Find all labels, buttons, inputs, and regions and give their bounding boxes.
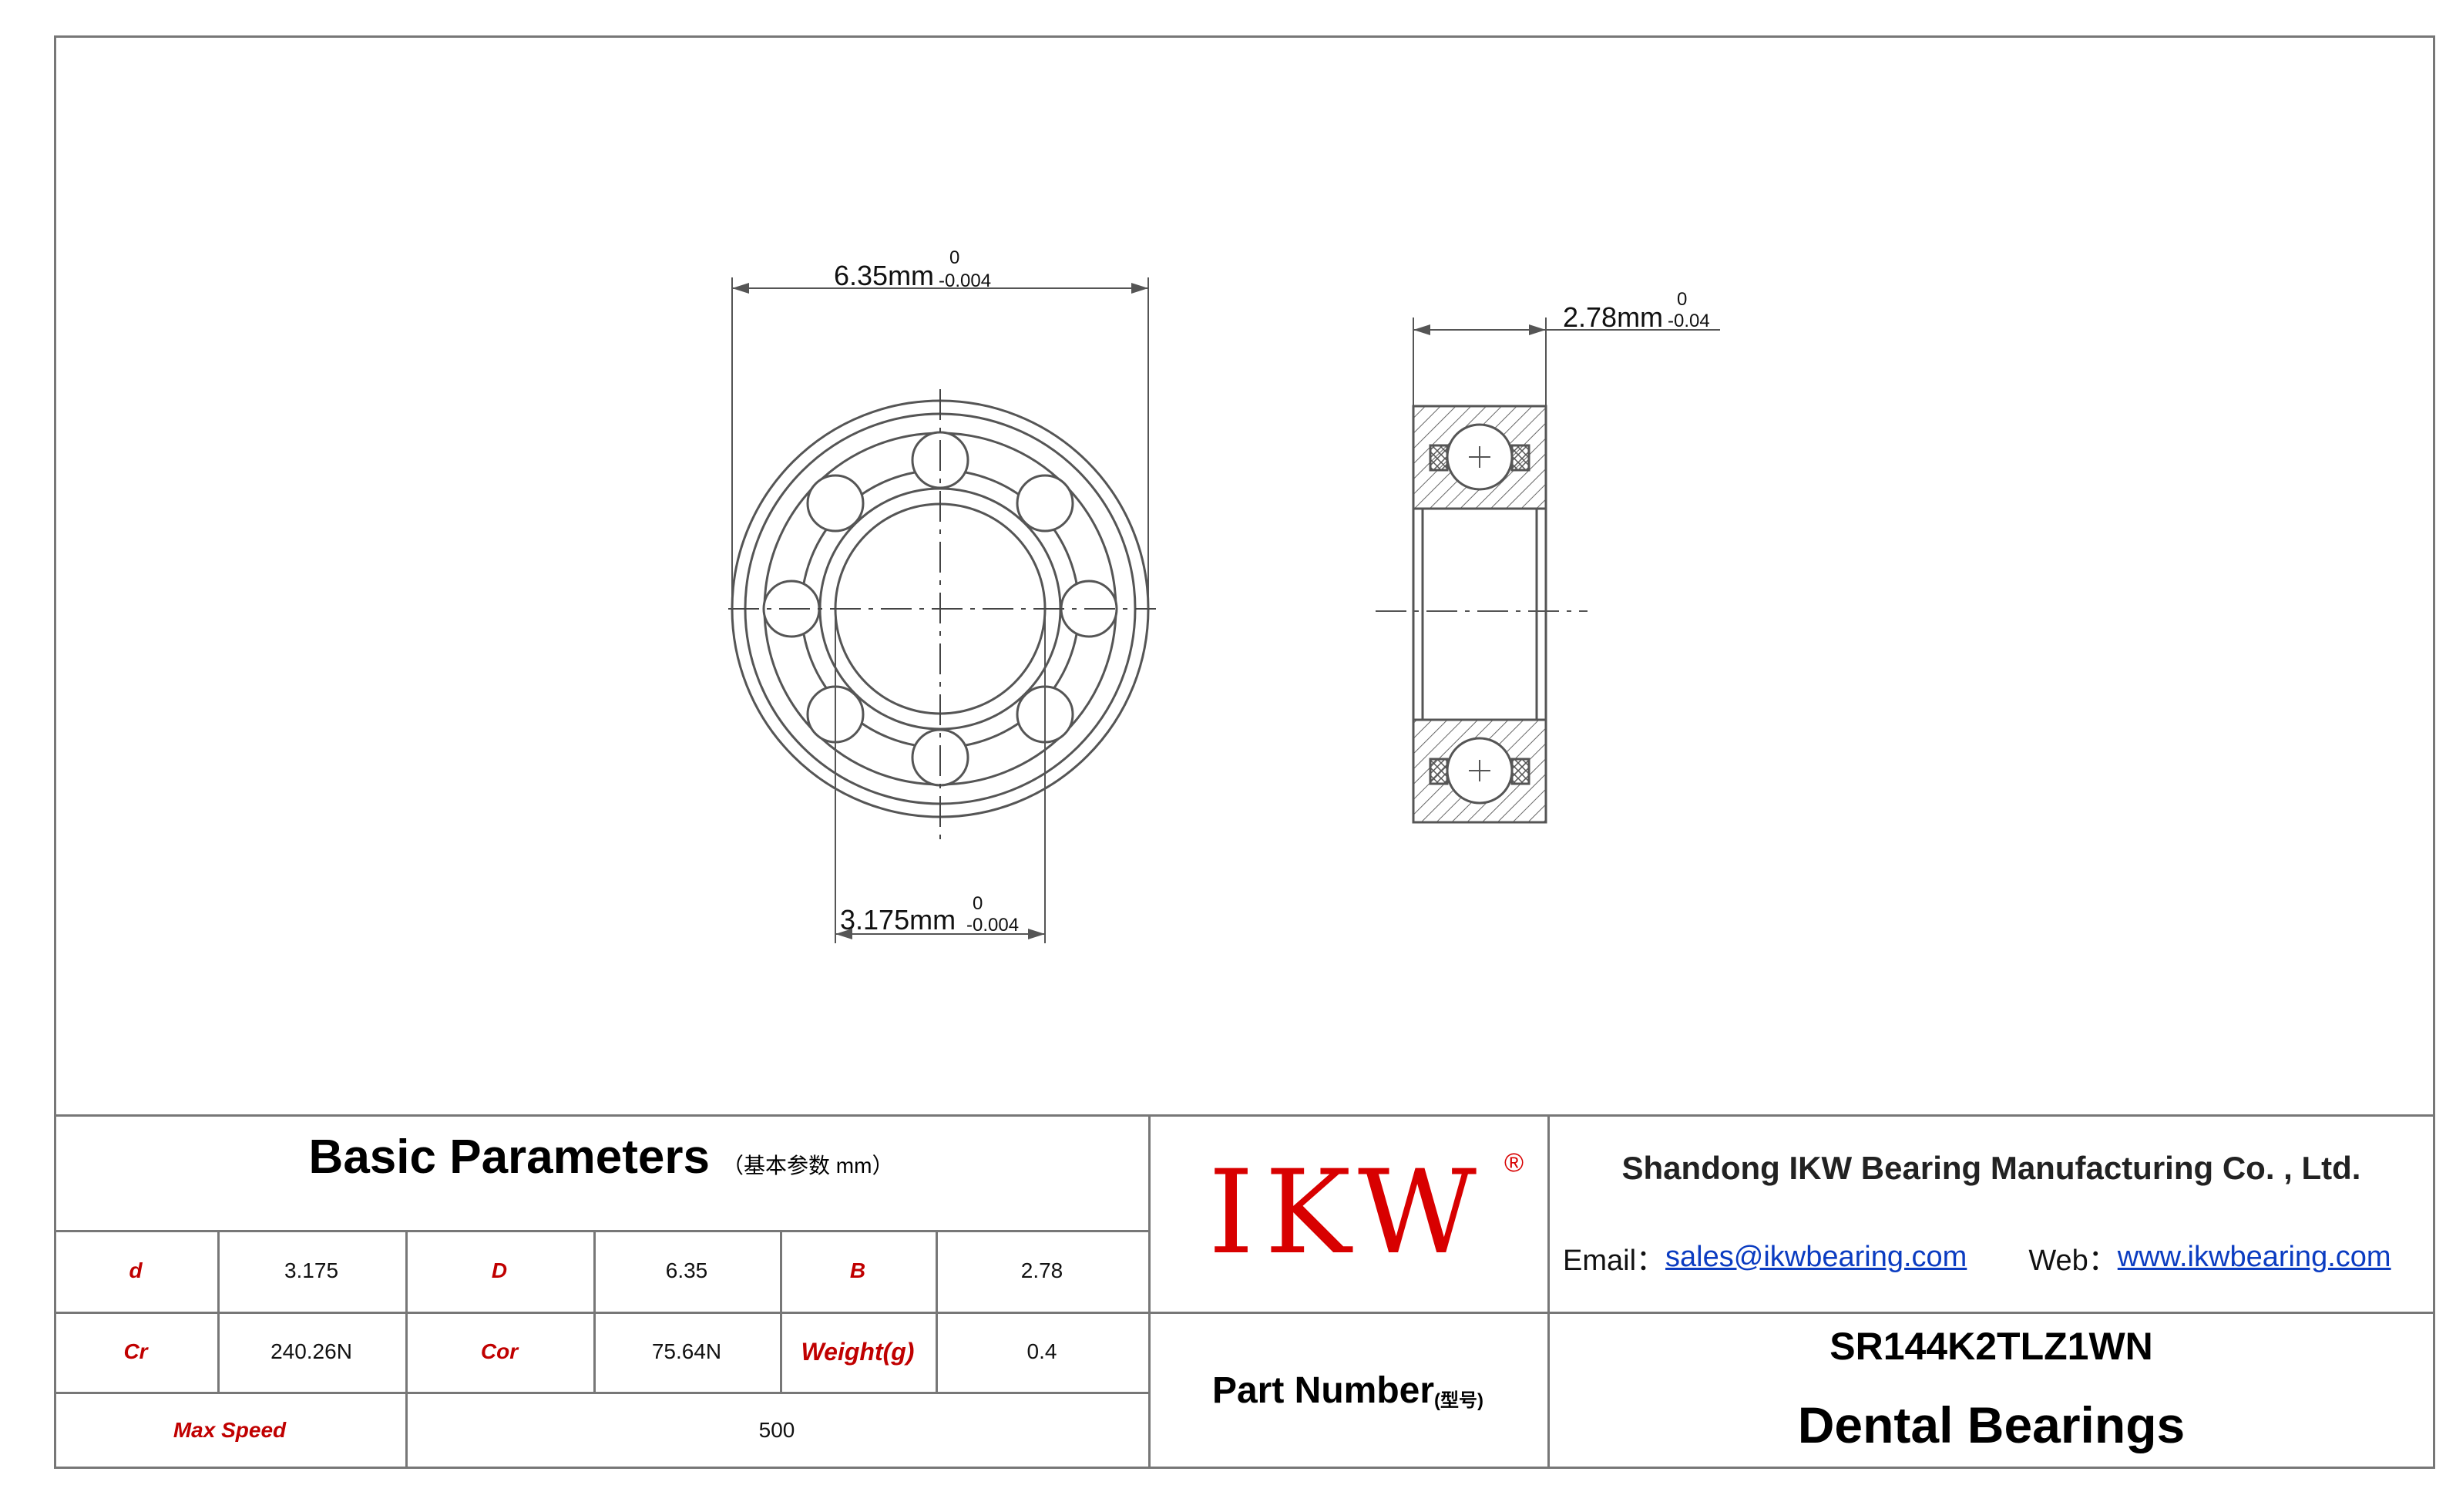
param-value: 6.35 — [665, 1258, 708, 1282]
email-link[interactable]: sales@ikwbearing.com — [1665, 1240, 1967, 1273]
part-number: SR144K2TLZ1WN — [1829, 1325, 2153, 1368]
param-label: Weight(g) — [801, 1337, 915, 1366]
dim-inner: 3.175mm — [840, 904, 956, 936]
product-name: Dental Bearings — [1797, 1396, 2186, 1453]
contact-line: Email： sales@ikwbearing.com Web： www.ikw… — [1547, 1215, 2435, 1299]
front-view — [728, 277, 1156, 943]
title-block: Basic Parameters （基本参数 mm） d 3.175 D 6.3… — [54, 1114, 2435, 1469]
dim-width-upper: 0 — [1677, 289, 1687, 310]
param-label: B — [849, 1258, 866, 1282]
company-name: Shandong IKW Bearing Manufacturing Co. ,… — [1621, 1150, 2361, 1186]
param-value: 0.4 — [1026, 1339, 1057, 1363]
params-title: Basic Parameters — [308, 1130, 711, 1184]
param-value: 240.26N — [270, 1339, 352, 1363]
side-view — [1376, 318, 1720, 824]
dim-width-lower: -0.04 — [1668, 311, 1710, 331]
dim-inner-upper: 0 — [973, 893, 983, 914]
dim-inner-lower: -0.004 — [966, 915, 1019, 936]
dim-width: 2.78mm — [1563, 301, 1663, 333]
max-speed-value: 500 — [758, 1418, 795, 1442]
part-label-sub: (型号) — [1434, 1389, 1484, 1411]
dim-outer-lower: -0.004 — [939, 270, 991, 291]
drawing-sheet — [54, 35, 2435, 1469]
max-speed-label: Max Speed — [173, 1418, 287, 1442]
part-number-label: Part Number (型号) — [1148, 1312, 1547, 1469]
part-label: Part Number — [1211, 1369, 1435, 1411]
email-label: Email： — [1563, 1244, 1666, 1277]
dim-outer: 6.35mm — [834, 260, 934, 291]
param-label: Cr — [123, 1339, 148, 1363]
params-header: Basic Parameters （基本参数 mm） — [54, 1114, 1148, 1199]
registered-mark: ® — [1504, 1148, 1524, 1178]
params-subtitle: （基本参数 mm） — [722, 1154, 894, 1178]
web-label: Web： — [2028, 1244, 2118, 1277]
param-value: 75.64N — [651, 1339, 722, 1363]
param-label: D — [491, 1258, 508, 1282]
param-label: d — [129, 1258, 143, 1282]
logo-text: IKW — [1208, 1146, 1488, 1280]
dim-outer-upper: 0 — [949, 247, 959, 268]
param-label: Cor — [480, 1339, 519, 1363]
param-value: 2.78 — [1020, 1258, 1063, 1282]
web-link[interactable]: www.ikwbearing.com — [2117, 1240, 2391, 1273]
ikw-logo: IKW ® — [1148, 1114, 1547, 1312]
param-value: 3.175 — [284, 1258, 339, 1282]
